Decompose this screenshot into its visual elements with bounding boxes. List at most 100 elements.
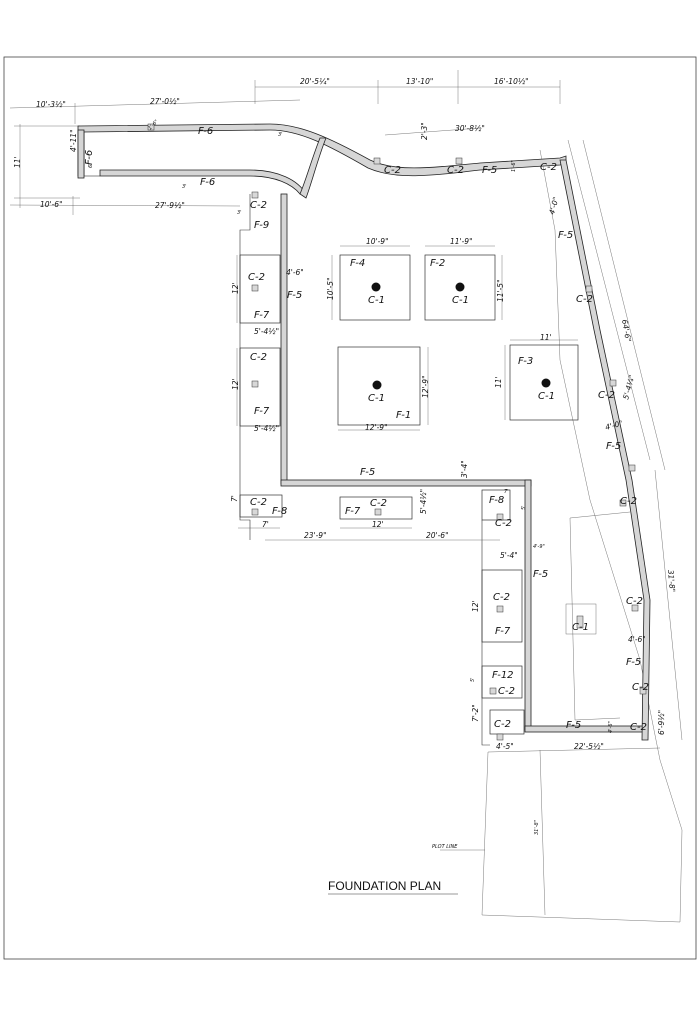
dim: 12'-9"	[421, 375, 430, 398]
labels: 20'-5¼" 13'-10" 16'-10½" 10'-3½" 27'-0½"…	[13, 77, 677, 895]
dim: 6'-9½"	[657, 710, 666, 735]
dim: 11'	[13, 156, 22, 168]
dim: 10'-9"	[366, 237, 389, 246]
label-f6: F-6	[200, 177, 215, 188]
dim: 5'	[521, 505, 527, 510]
dim: 22'-5½"	[574, 742, 604, 751]
dim: 20'-5¼"	[300, 77, 330, 86]
label-f12: F-12	[492, 670, 514, 681]
dim: 7'-2"	[471, 704, 480, 722]
label-c2: C-2	[540, 162, 557, 173]
label-c2: C-2	[370, 498, 387, 509]
label-f7: F-7	[254, 406, 270, 417]
dim: 3'-4"	[460, 460, 469, 478]
label-c2: C-2	[495, 518, 512, 529]
dim: 6'	[88, 163, 94, 168]
dim: 10'-5"	[326, 277, 335, 300]
pad-dimensions	[236, 245, 578, 541]
top-dimension-lines	[9, 70, 561, 215]
dim: 31'-8"	[534, 820, 540, 835]
label-c2: C-2	[498, 686, 515, 697]
dim: 11'-5"	[496, 279, 505, 302]
dim: 4'-0"	[547, 196, 560, 215]
label-f5: F-5	[482, 165, 497, 176]
label-f4: F-4	[350, 258, 365, 269]
dim: 11'	[540, 333, 552, 342]
label-c2: C-2	[494, 719, 511, 730]
dim: 30'-8½"	[455, 124, 485, 133]
dim: 11'	[494, 376, 503, 388]
dim: 5'-4½"	[254, 327, 279, 336]
footing-f1	[337, 346, 421, 426]
label-c2: C-2	[250, 497, 267, 508]
dim: 23'-9"	[304, 531, 327, 540]
dim: 4'-0"	[604, 419, 623, 432]
dim: 12'-9"	[365, 423, 388, 432]
dim: 10'-3½"	[36, 100, 66, 109]
dim: 7'	[504, 489, 509, 495]
label-f6: F-6	[198, 126, 213, 137]
sheet-border	[3, 56, 697, 960]
dim: 4'-11"	[69, 129, 78, 152]
dim: 5'	[470, 677, 476, 682]
dim: 1'-6"	[511, 160, 517, 172]
dim: 27'-9½"	[155, 201, 185, 210]
label-f3: F-3	[518, 356, 533, 367]
isolated-footings	[337, 254, 579, 426]
label-f7: F-7	[495, 626, 511, 637]
label-c2: C-2	[630, 722, 647, 733]
dim: 10'-6"	[40, 200, 63, 209]
label-f5: F-5	[558, 230, 573, 241]
dim: 12'	[231, 282, 240, 294]
dim: 64'-6"	[620, 319, 633, 343]
label-f5: F-5	[360, 467, 375, 478]
dim: 5'-4½"	[254, 424, 279, 433]
dim: 16'-10½"	[494, 77, 529, 86]
dim: 3'	[182, 184, 187, 190]
label-c1: C-1	[368, 295, 385, 306]
label-c2: C-2	[250, 200, 267, 211]
label-f5: F-5	[626, 657, 641, 668]
dim: 12'	[231, 378, 240, 390]
label-c1: C-1	[572, 622, 589, 633]
dim: 7'	[230, 495, 239, 502]
dim: 31'-8"	[666, 569, 677, 592]
left-footings	[239, 254, 525, 735]
label-c2: C-2	[632, 682, 649, 693]
dim: 3'	[278, 132, 283, 138]
label-f5: F-5	[287, 290, 302, 301]
label-f2: F-2	[430, 258, 445, 269]
plot-line	[481, 149, 683, 923]
label-f9: F-9	[254, 220, 269, 231]
label-c2: C-2	[447, 165, 464, 176]
dim: 4'-9"	[533, 544, 545, 550]
dim: 4'-6"	[628, 635, 646, 644]
dim: 13'-10"	[406, 77, 433, 86]
dim: 11'-9"	[450, 237, 473, 246]
dim: 5'-4"	[500, 551, 518, 560]
label-c2: C-2	[626, 596, 643, 607]
label-c2: C-2	[598, 390, 615, 401]
label-f5: F-5	[606, 441, 621, 452]
columns	[147, 123, 647, 741]
dim: 4'-6"	[608, 721, 614, 733]
label-c1: C-1	[368, 393, 385, 404]
foundation-walls	[77, 123, 651, 746]
label-c1: C-1	[538, 391, 555, 402]
dim: 2'-3"	[420, 122, 429, 140]
dim: 4'-6"	[286, 268, 304, 277]
dim: 27'-0½"	[150, 97, 180, 106]
label-f1: F-1	[396, 410, 411, 421]
dim: 5'-4½"	[419, 489, 428, 514]
footing-f3	[509, 344, 579, 421]
dim: 12'	[471, 600, 480, 612]
label-f7: F-7	[345, 506, 361, 517]
label-f8: F-8	[272, 506, 287, 517]
label-c2: C-2	[493, 592, 510, 603]
label-c2: C-2	[620, 496, 637, 507]
label-f5: F-5	[533, 569, 548, 580]
dim: 20'-6"	[426, 531, 449, 540]
plot-line-label: PLOT LINE	[432, 844, 458, 850]
dim: 5'-4¼"	[621, 374, 636, 401]
